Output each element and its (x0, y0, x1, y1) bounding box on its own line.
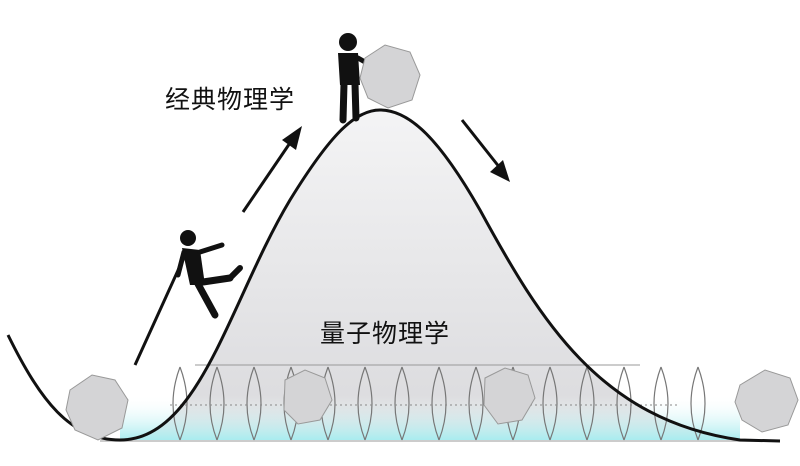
water-band (120, 395, 740, 440)
wave-lens (653, 366, 669, 441)
rocks (65, 44, 799, 441)
wave-lens (246, 366, 262, 441)
hill-area (120, 110, 740, 440)
rock-mid-right (483, 367, 536, 425)
standing-figure-icon (338, 33, 375, 124)
wave-lens (209, 366, 225, 441)
wave-packets (172, 366, 706, 441)
wave-lens (394, 366, 410, 441)
wave-lens (357, 366, 373, 441)
arrow-down-right-icon (460, 119, 510, 182)
rock-top (359, 44, 421, 109)
climber-figure-icon (175, 230, 243, 319)
rock-mid-left (283, 369, 333, 425)
potential-curve (6, 108, 781, 443)
classical-physics-label: 经典物理学 (165, 85, 296, 114)
rock-right (734, 369, 799, 433)
rock-left (65, 374, 129, 441)
wave-lens (468, 366, 484, 441)
wave-lens (616, 366, 632, 441)
wave-lens (542, 366, 558, 441)
quantum-physics-label: 量子物理学 (320, 319, 451, 348)
wave-lens (431, 366, 447, 441)
wave-lens (579, 366, 595, 441)
wave-lens (690, 366, 706, 441)
wave-lens (172, 366, 188, 441)
arrow-up-right-icon (241, 126, 302, 213)
